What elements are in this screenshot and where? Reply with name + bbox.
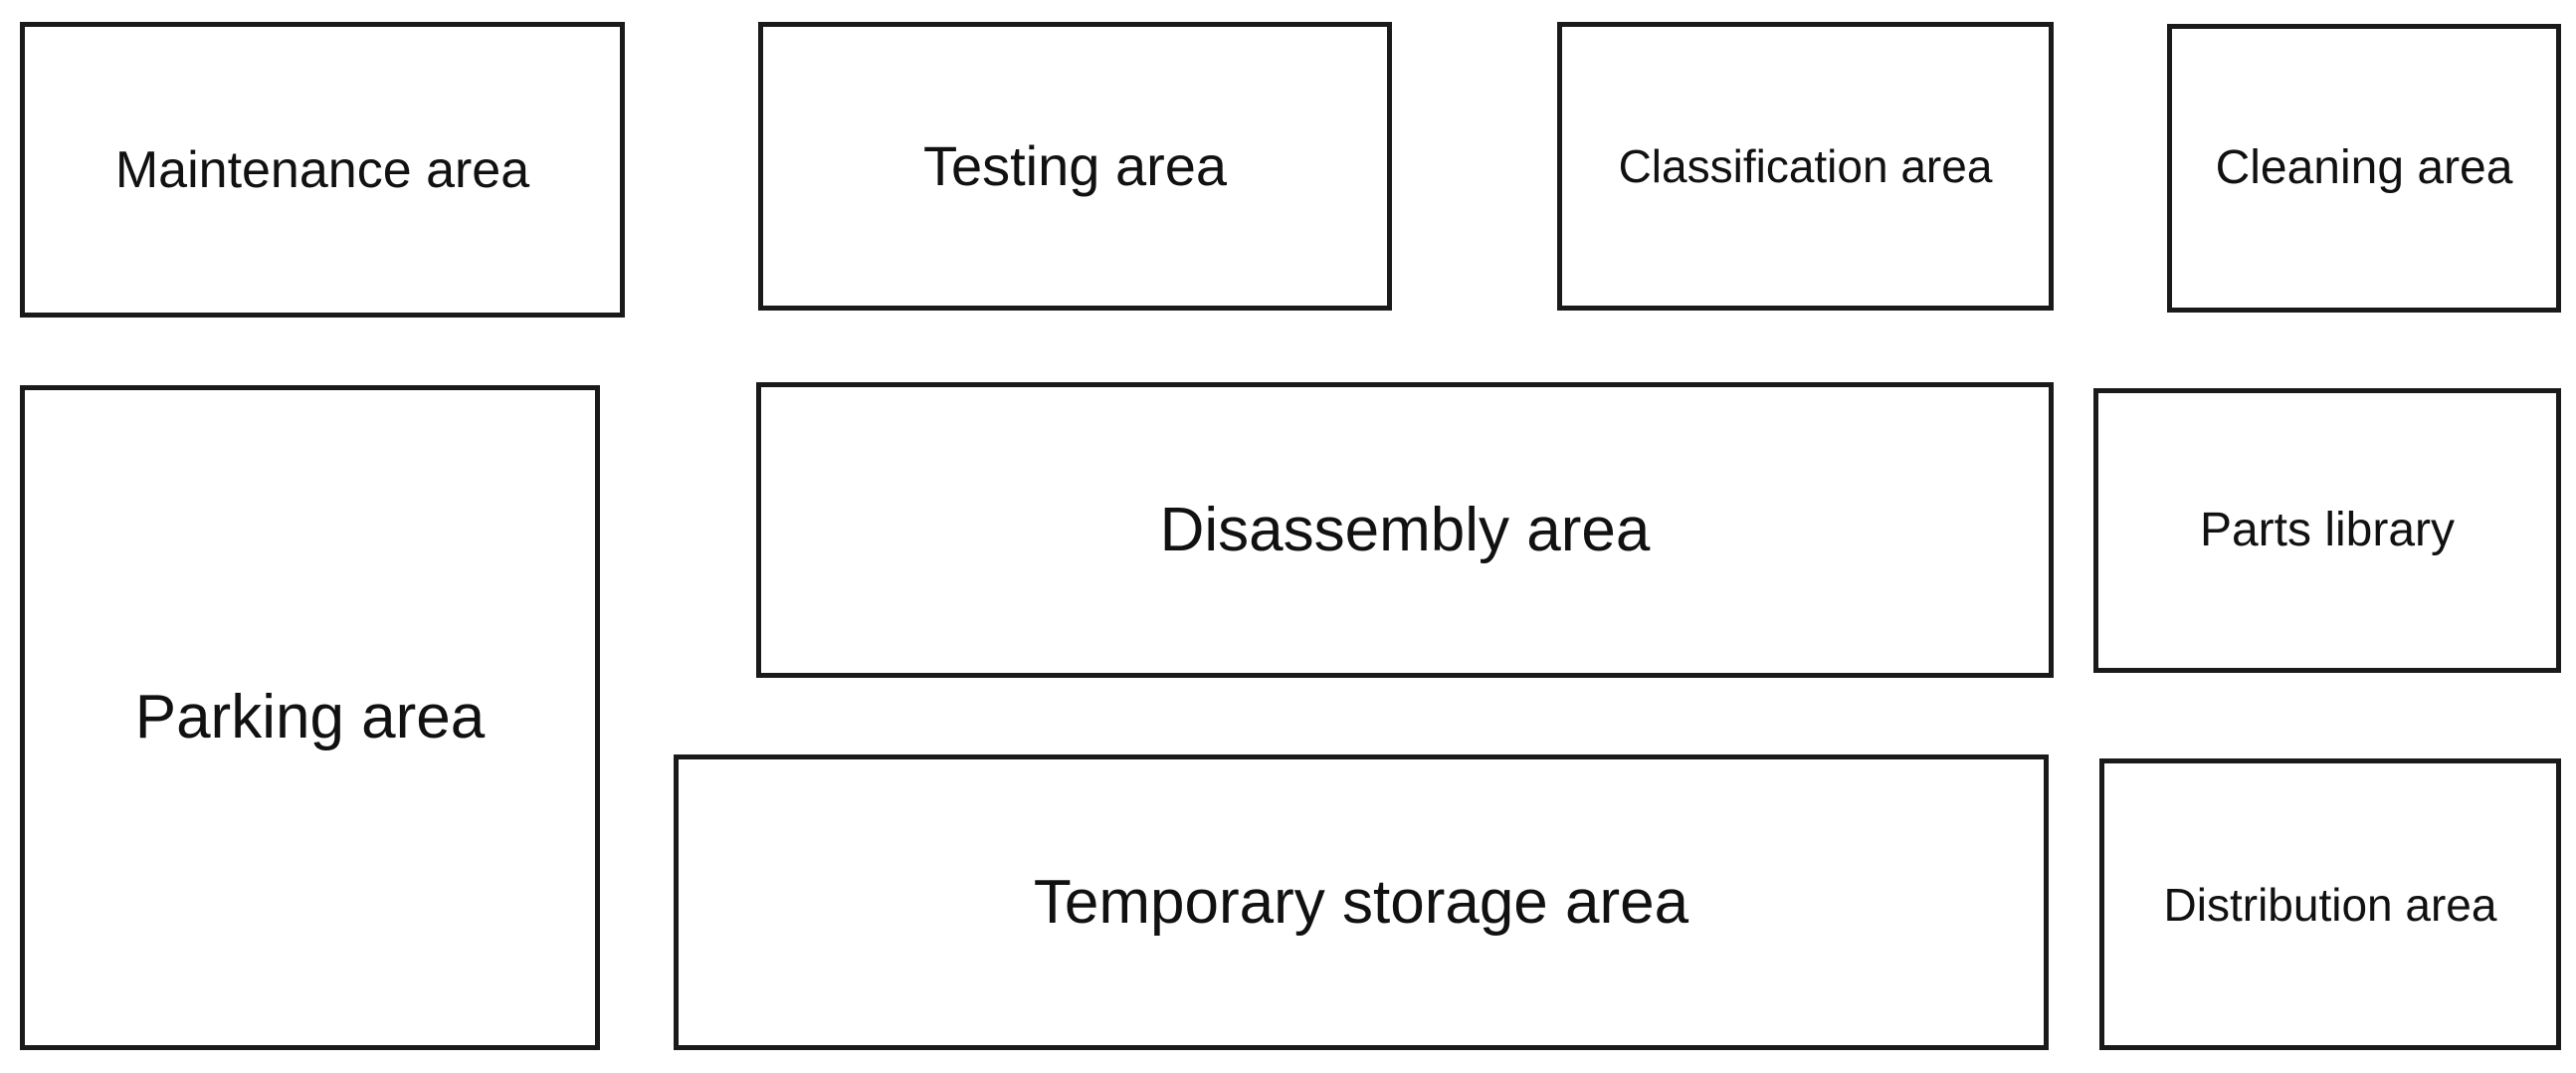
disassembly-area-label: Disassembly area bbox=[1159, 495, 1651, 564]
cleaning-area-label: Cleaning area bbox=[2215, 141, 2513, 194]
cleaning-area-box: Cleaning area bbox=[2167, 24, 2561, 313]
classification-area-label: Classification area bbox=[1618, 140, 1993, 192]
parking-area-label: Parking area bbox=[134, 683, 486, 751]
parking-area-box: Parking area bbox=[20, 385, 600, 1050]
temporary-storage-area-label: Temporary storage area bbox=[1033, 867, 1689, 937]
maintenance-area-label: Maintenance area bbox=[114, 140, 530, 199]
distribution-area-box: Distribution area bbox=[2099, 758, 2561, 1050]
testing-area-box: Testing area bbox=[758, 22, 1392, 311]
temporary-storage-area-box: Temporary storage area bbox=[674, 754, 2049, 1050]
distribution-area-label: Distribution area bbox=[2163, 878, 2497, 931]
parts-library-label: Parts library bbox=[2199, 504, 2456, 556]
maintenance-area-box: Maintenance area bbox=[20, 22, 625, 318]
parts-library-box: Parts library bbox=[2093, 388, 2561, 673]
disassembly-area-box: Disassembly area bbox=[756, 382, 2054, 678]
classification-area-box: Classification area bbox=[1557, 22, 2054, 311]
testing-area-label: Testing area bbox=[922, 134, 1228, 197]
